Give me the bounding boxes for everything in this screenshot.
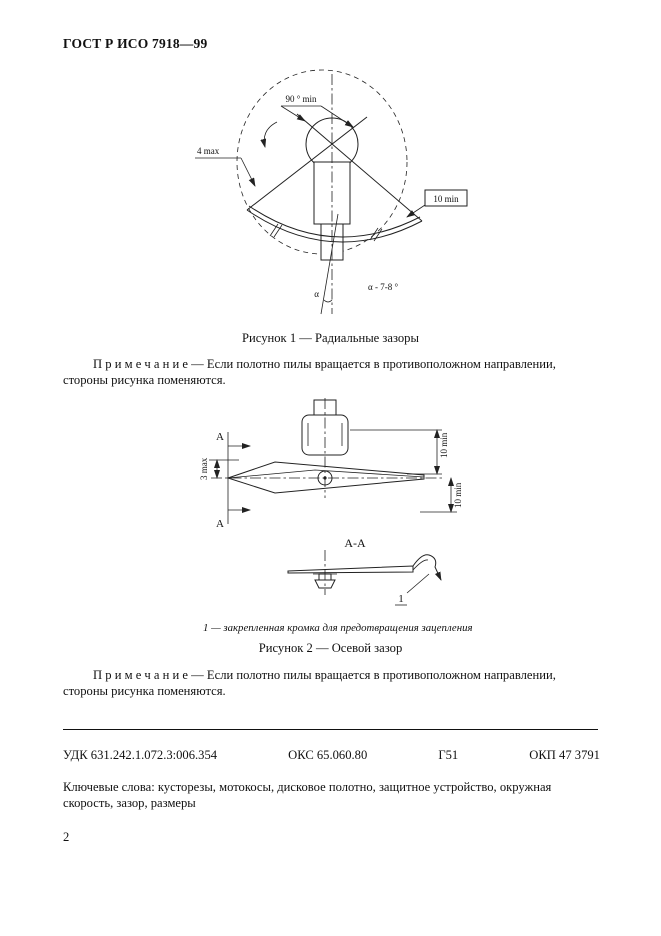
section-cut-line-a: А А (216, 431, 251, 530)
dim-3-max: 3 max (199, 457, 239, 480)
section-view-title: А-А (344, 536, 366, 550)
callout-1: 1 (398, 593, 404, 605)
figure1-drawing: 90 ° min 4 max 10 min (195, 69, 468, 315)
dim-4-max-label: 4 max (197, 146, 220, 156)
section-view-a-a: А-А 1 (287, 536, 442, 606)
center-lines (211, 398, 445, 498)
footer-divider (63, 729, 598, 730)
dim-90-min-label: 90 ° min (285, 94, 317, 104)
alpha-angle: α α - 7-8 ° (314, 213, 398, 315)
dim-10-min-top-label: 10 min (439, 432, 449, 458)
oks-code: ОКС 65.060.80 (288, 748, 368, 762)
guard-sector-boundary-lines (246, 113, 423, 222)
dim-10-min-top: 10 min (350, 429, 449, 475)
dim-4-max: 4 max (195, 146, 256, 187)
rotation-direction-arrow (260, 121, 278, 148)
keywords: Ключевые слова: кусторезы, мотокосы, дис… (63, 780, 552, 811)
note-2: П р и м е ч а н и е — Если полотно пилы … (63, 668, 556, 699)
dim-10-min-label: 10 min (433, 194, 459, 204)
okp-code: ОКП 47 3791 (529, 748, 600, 762)
dim-10-min-bottom: 10 min (420, 477, 463, 513)
dim-3-max-label: 3 max (199, 457, 209, 480)
section-label-bottom: А (216, 518, 224, 530)
classification-codes: УДК 631.242.1.072.3:006.354 ОКС 65.060.8… (63, 748, 600, 763)
alpha-range-label: α - 7-8 ° (368, 282, 398, 292)
udk-code: УДК 631.242.1.072.3:006.354 (63, 748, 218, 762)
figure1-caption: Рисунок 1 — Радиальные зазоры (242, 331, 419, 345)
figure2-drawing: А А 3 max 10 min 10 min А-А (199, 398, 463, 606)
group-code: Г51 (438, 748, 459, 762)
dim-90-min: 90 ° min (280, 94, 354, 128)
document-header: ГОСТ Р ИСО 7918—99 (63, 36, 208, 51)
figure2-caption: Рисунок 2 — Осевой зазор (258, 641, 403, 655)
alpha-symbol: α (314, 289, 319, 299)
figure2-footnote: 1 — закрепленная кромка для предотвращен… (203, 622, 473, 634)
blade-profile (226, 461, 425, 494)
dim-10-min: 10 min (406, 189, 468, 218)
page-number: 2 (63, 830, 70, 844)
section-label-top: А (216, 431, 224, 443)
dim-10-min-bottom-label: 10 min (453, 482, 463, 508)
note-1: П р и м е ч а н и е — Если полотно пилы … (63, 357, 556, 388)
